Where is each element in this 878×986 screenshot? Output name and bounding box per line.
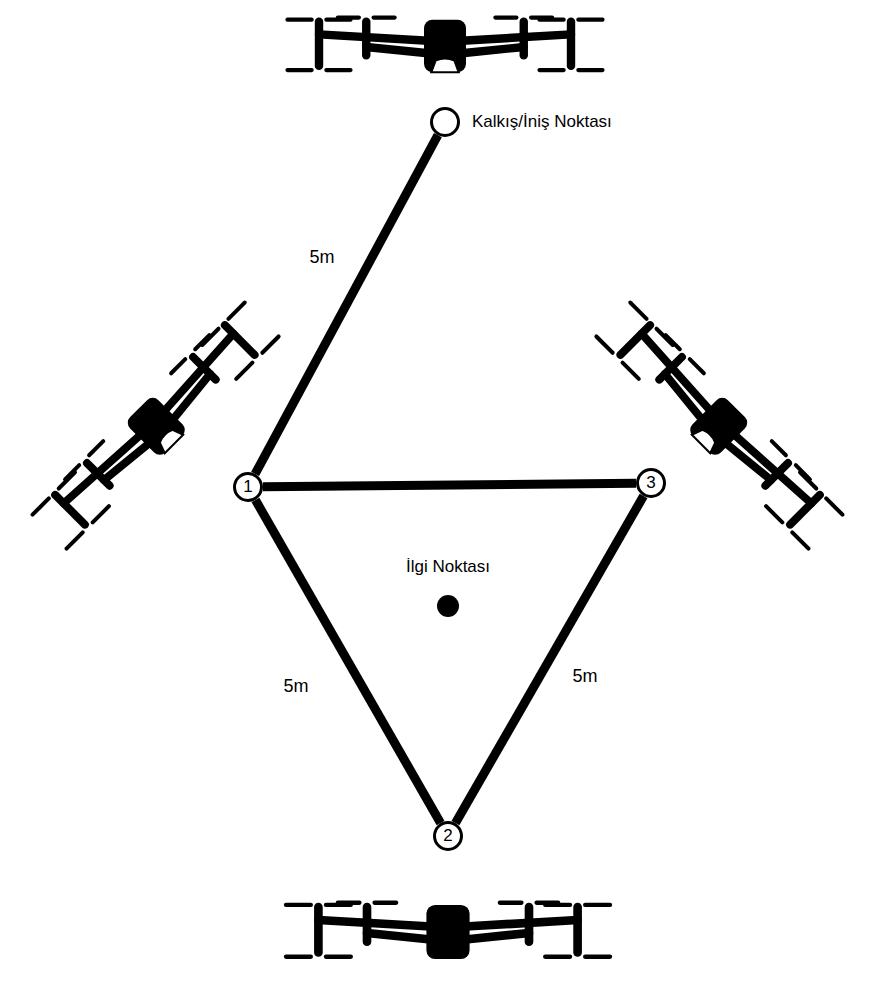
circle-shape: [430, 107, 460, 137]
flight-path: [255, 135, 438, 474]
distance-label: 5m: [281, 676, 310, 697]
circle-outline: [638, 470, 665, 497]
flight-path: [263, 483, 636, 487]
waypoint-circle: 2: [433, 821, 463, 851]
waypoint-number: 2: [443, 826, 452, 846]
waypoint-number: 1: [243, 477, 252, 497]
flight-path: [255, 500, 440, 823]
point-label: Kalkış/İniş Noktası: [472, 112, 612, 132]
top-drone: [288, 18, 603, 73]
distance-label: 5m: [570, 666, 599, 687]
bottom-drone: [286, 903, 610, 959]
waypoint-circle: 3: [636, 468, 666, 498]
point-of-interest: İlgi Noktası: [437, 595, 459, 617]
waypoint-number: 3: [646, 473, 655, 493]
dot-fill: [437, 595, 459, 617]
circle-outline: [432, 109, 459, 136]
point-label: İlgi Noktası: [406, 557, 490, 577]
waypoint-circle: Kalkış/İniş Noktası: [430, 107, 460, 137]
circle-outline: [435, 823, 462, 850]
flight-path: [455, 496, 643, 823]
distance-label: 5m: [307, 247, 336, 268]
left-drone: [31, 301, 280, 550]
circle-outline: [235, 474, 262, 501]
dot-shape: [437, 595, 459, 617]
waypoint-circle: 1: [233, 472, 263, 502]
